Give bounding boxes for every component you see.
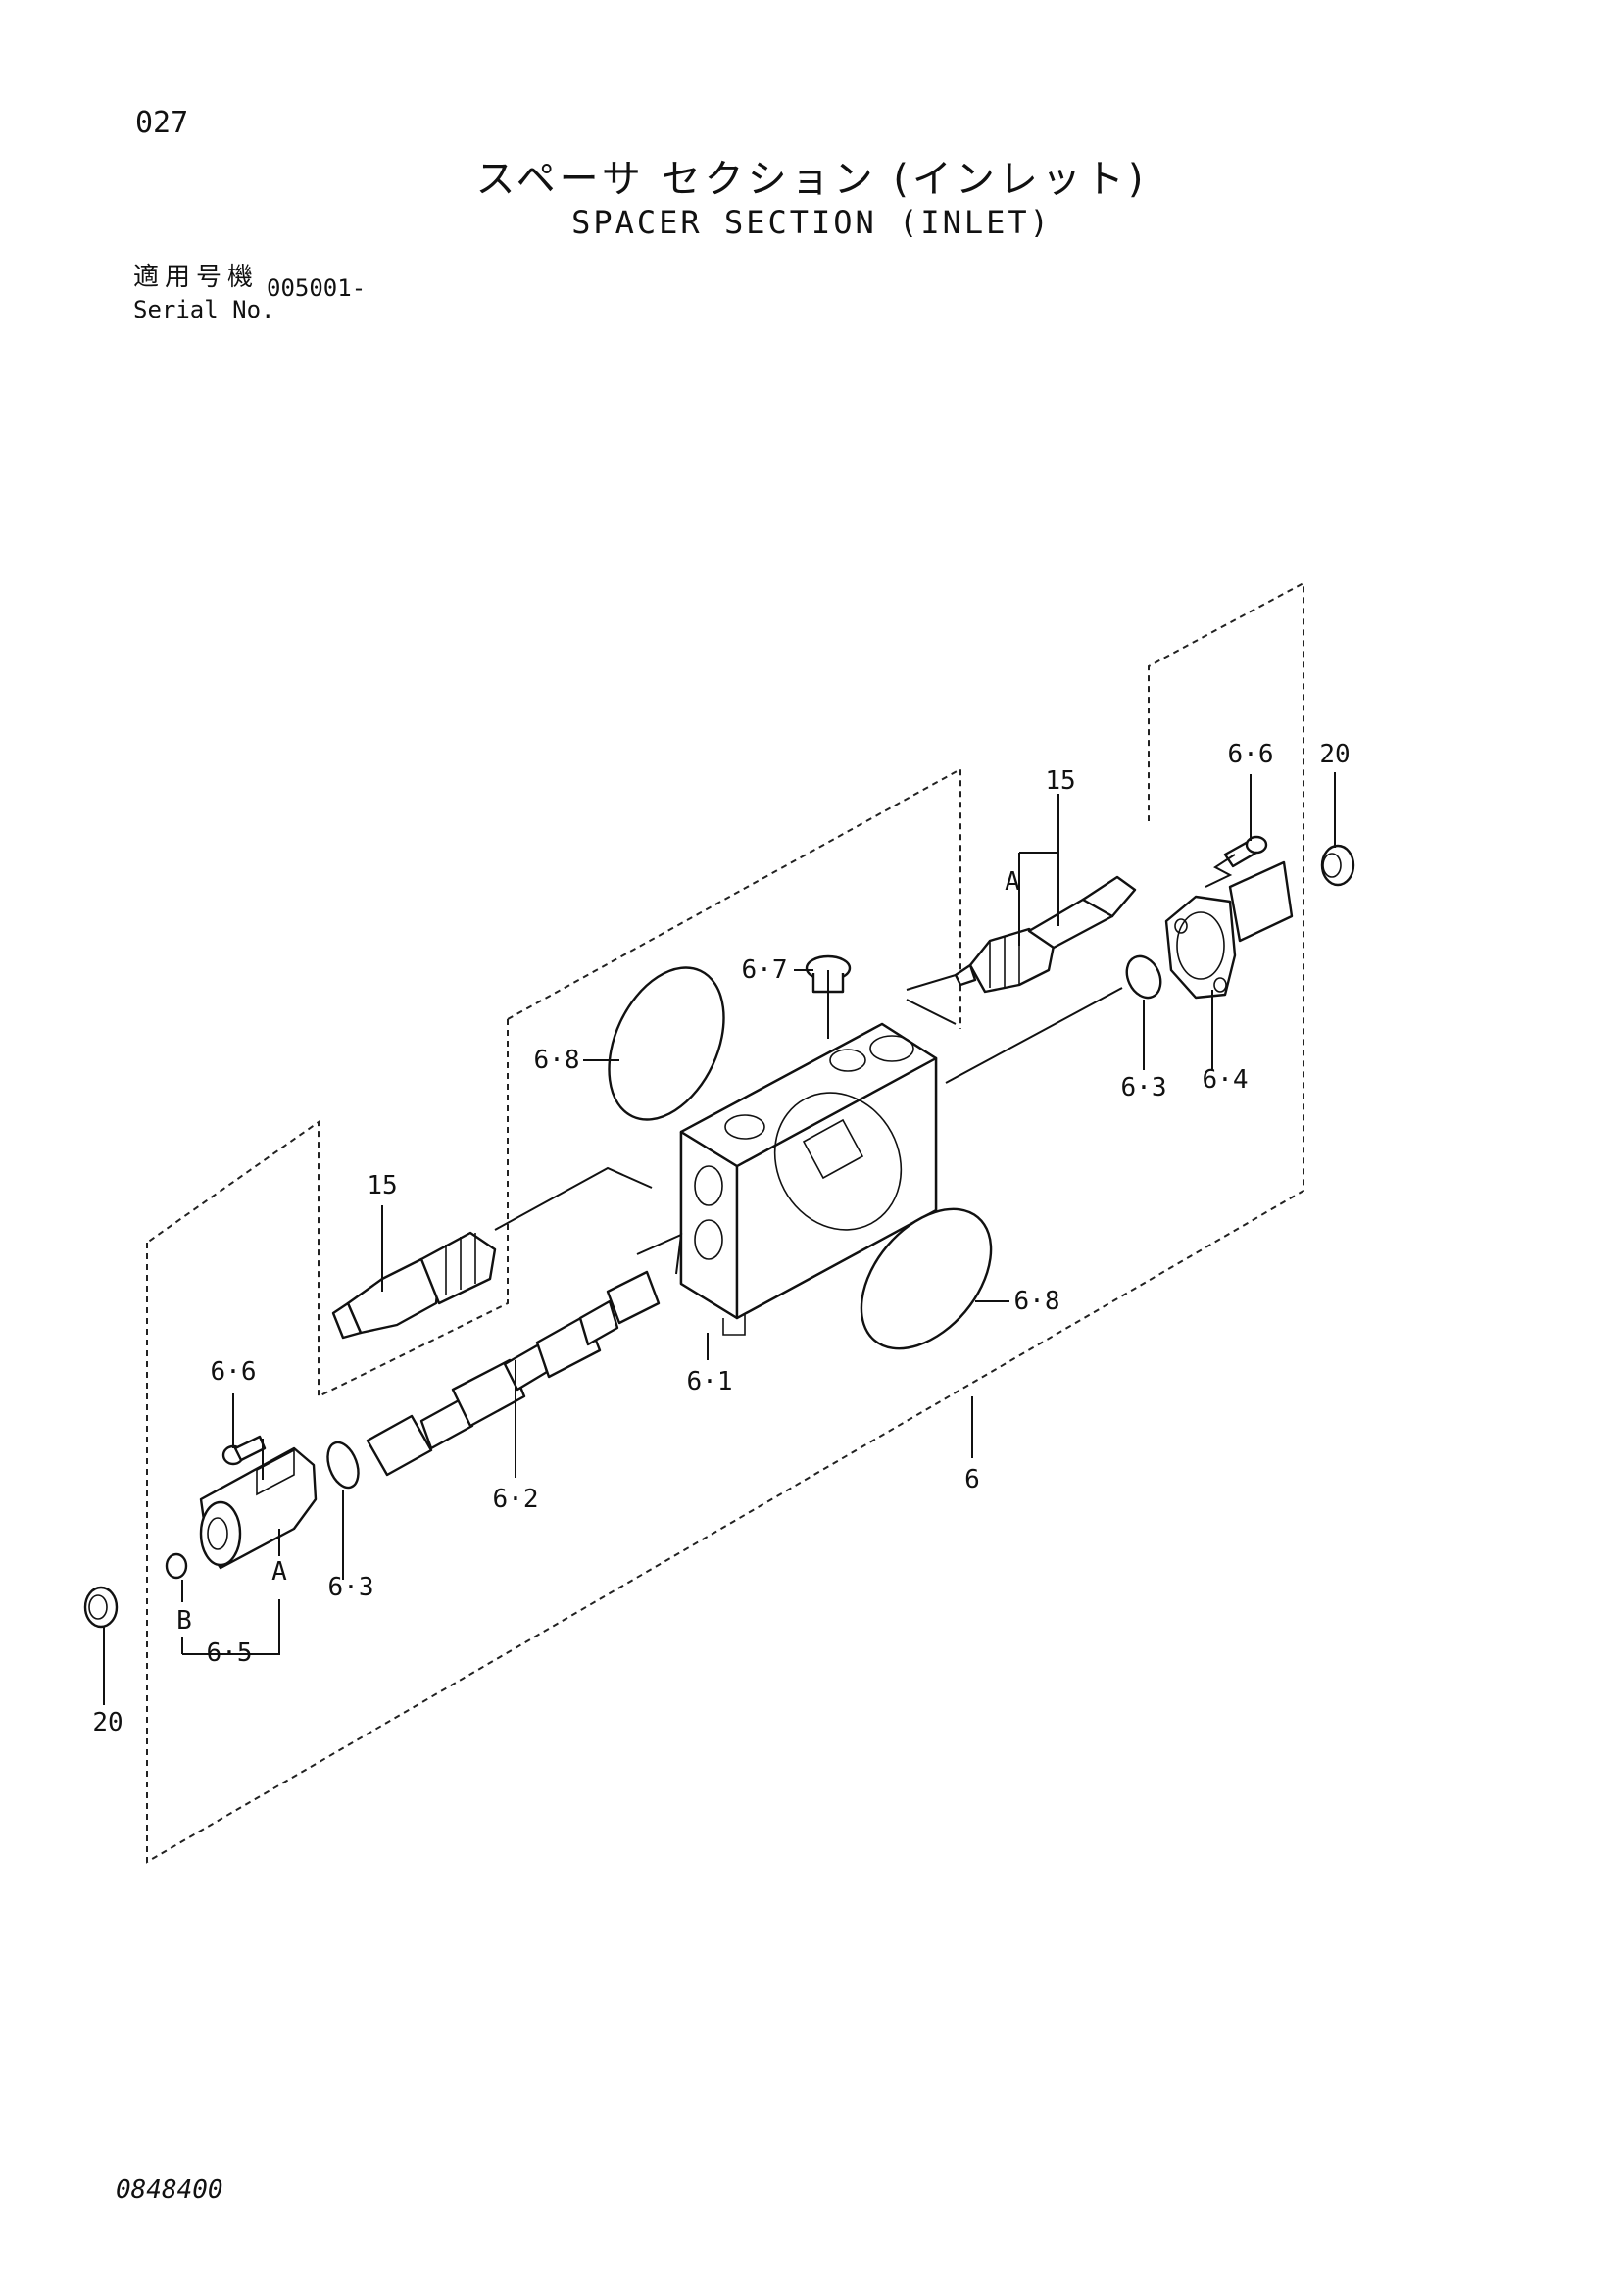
housing-part bbox=[679, 1022, 938, 1336]
link-line-right-screw bbox=[1205, 854, 1236, 888]
serial-number-value: 005001- bbox=[267, 274, 367, 302]
page-number: 027 bbox=[135, 106, 189, 140]
screw-right-part bbox=[1223, 835, 1268, 868]
callout-ref-a-upper: A bbox=[1005, 867, 1020, 897]
relief-valve-left-part bbox=[331, 1231, 497, 1340]
serial-label-japanese: 適用号機 bbox=[133, 263, 260, 292]
plug-small-part bbox=[805, 954, 852, 994]
seal-ring-lower-part bbox=[860, 1207, 993, 1350]
link-line-right-valve-2 bbox=[906, 999, 957, 1025]
link-line-left-valve bbox=[494, 1166, 653, 1231]
callout-cover-right: 6·4 bbox=[1203, 1065, 1249, 1095]
link-line-right-valve bbox=[906, 974, 957, 991]
screw-left-part bbox=[221, 1435, 267, 1466]
plug-right-part bbox=[1320, 844, 1355, 887]
callout-seal-ring-upper: 6·8 bbox=[534, 1046, 580, 1075]
callout-spool: 6·2 bbox=[493, 1485, 539, 1514]
leader-lines bbox=[103, 772, 1336, 1705]
link-line-right-cover bbox=[945, 987, 1123, 1084]
link-line-housing-left bbox=[636, 1233, 683, 1275]
callout-seal-ring-lower: 6·8 bbox=[1014, 1287, 1060, 1316]
callout-oring-right: 6·3 bbox=[1121, 1073, 1167, 1102]
callout-plug-right: 20 bbox=[1319, 740, 1350, 769]
drawing-number: 0848400 bbox=[116, 2175, 223, 2205]
callout-ref-b: B bbox=[176, 1606, 192, 1636]
assembly-boundary-middle bbox=[507, 767, 961, 1029]
callout-cap-assembly: 6·5 bbox=[207, 1638, 253, 1668]
relief-valve-right-part bbox=[954, 875, 1137, 994]
callout-plug-small: 6·7 bbox=[742, 955, 788, 985]
callout-plug-left: 20 bbox=[92, 1708, 123, 1737]
cap-assembly-part bbox=[199, 1446, 318, 1570]
callout-assembly: 6 bbox=[964, 1465, 980, 1494]
callout-screw-right: 6·6 bbox=[1228, 740, 1274, 769]
callout-ref-a-lower: A bbox=[271, 1557, 287, 1587]
oring-left-part bbox=[326, 1441, 360, 1490]
title-english: SPACER SECTION (INLET) bbox=[571, 204, 1052, 241]
spool-part bbox=[366, 1270, 661, 1477]
callout-relief-valve-right: 15 bbox=[1045, 766, 1075, 796]
title-japanese: スペーサ セクション (インレット) bbox=[475, 157, 1148, 202]
assembly-boundary-upper bbox=[146, 1019, 509, 1398]
cover-right-part bbox=[1164, 860, 1294, 1000]
callout-oring-left: 6·3 bbox=[328, 1573, 374, 1602]
seal-ring-upper-part bbox=[608, 966, 725, 1121]
callout-relief-valve-left: 15 bbox=[367, 1171, 397, 1200]
callout-housing: 6·1 bbox=[687, 1367, 733, 1396]
plug-left-part bbox=[83, 1586, 119, 1629]
serial-label-english: Serial No. bbox=[133, 296, 275, 323]
oring-right-part bbox=[1125, 954, 1162, 1000]
seal-washer-part bbox=[165, 1552, 188, 1580]
callout-screw-left: 6·6 bbox=[211, 1357, 257, 1387]
